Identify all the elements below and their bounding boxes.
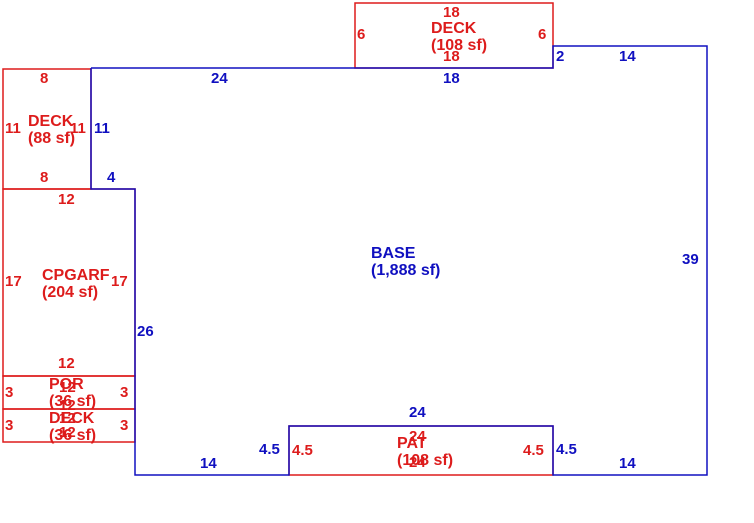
base-outline [90, 45, 708, 476]
por-dim-left: 3 [5, 384, 13, 401]
por-label: POR [49, 376, 84, 393]
base-dim-bottom-left: 14 [200, 455, 217, 472]
base-dim-pat-right: 4.5 [556, 441, 577, 458]
deck-top-dim-top: 18 [443, 4, 460, 21]
base-dim-top-left: 24 [211, 70, 228, 87]
deck-left-dim-left: 11 [5, 120, 21, 137]
base-dim-left-step: 4 [107, 169, 116, 186]
base-dim-bottom-right: 14 [619, 455, 636, 472]
deck-small-dim-top: 12 [59, 410, 76, 427]
base-dim-step-right: 2 [556, 48, 564, 65]
pat-label: PAT [397, 435, 427, 452]
deck-small-dim-left: 3 [5, 417, 13, 434]
deck-small-dim-right: 3 [120, 417, 128, 434]
cpgarf-dim-left: 17 [5, 273, 22, 290]
deck-top-label: DECK [431, 20, 477, 37]
deck-left-dim-top: 8 [40, 70, 48, 87]
base-dim-left-upper: 11 [94, 120, 110, 137]
base-area: (1,888 sf) [371, 262, 440, 279]
cpgarf-dim-bottom: 12 [58, 355, 75, 372]
base-dim-right: 39 [682, 251, 699, 268]
deck-left-dim-right: 11 [70, 120, 86, 137]
pat-dim-top: 24 [409, 428, 426, 445]
deck-small-dim-bottom: 12 [59, 424, 76, 441]
pat-dim-right: 4.5 [523, 442, 544, 459]
deck-small-area: (36 sf) [49, 427, 96, 444]
pat-dim-left: 4.5 [292, 442, 313, 459]
pat-dim-bottom: 24 [409, 454, 426, 471]
base-dim-pat-top: 24 [409, 404, 426, 421]
cpgarf-label: CPGARF [42, 267, 110, 284]
deck-top-area: (108 sf) [431, 37, 487, 54]
deck-top-dim-bottom: 18 [443, 48, 460, 65]
deck-left-area: (88 sf) [28, 130, 75, 147]
base-dim-top-mid: 18 [443, 70, 460, 87]
deck-small-label: DECK [49, 410, 95, 427]
deck-left-label: DECK [28, 113, 74, 130]
por-dim-top: 12 [59, 379, 76, 396]
deck-left-dim-bottom: 8 [40, 169, 48, 186]
por-dim-bottom: 12 [59, 397, 76, 414]
por-dim-right: 3 [120, 384, 128, 401]
deck-top-dim-right: 6 [538, 26, 546, 43]
cpgarf-dim-right: 17 [111, 273, 128, 290]
base-label: BASE [371, 245, 416, 262]
cpgarf-area: (204 sf) [42, 284, 98, 301]
pat-area: (108 sf) [397, 452, 453, 469]
base-dim-top-right: 14 [619, 48, 636, 65]
por-area: (36 sf) [49, 393, 96, 410]
base-dim-left-lower: 26 [137, 323, 154, 340]
cpgarf-dim-top: 12 [58, 191, 75, 208]
base-dim-pat-left: 4.5 [259, 441, 280, 458]
deck-top-dim-left: 6 [357, 26, 365, 43]
